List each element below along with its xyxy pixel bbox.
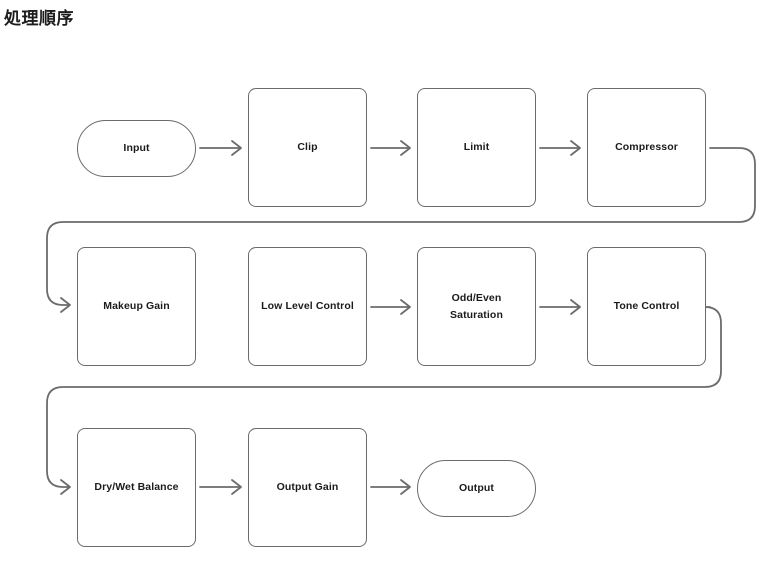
node-label-output-gain: Output Gain xyxy=(276,481,339,494)
node-label-makeup-gain: Makeup Gain xyxy=(103,300,170,313)
arrowhead-icon xyxy=(231,140,242,156)
node-label-low-level: Low Level Control xyxy=(261,300,354,313)
page-title: 処理順序 xyxy=(4,9,74,28)
node-input[interactable]: Input xyxy=(77,120,196,177)
node-output[interactable]: Output xyxy=(417,460,536,517)
node-label-drywet: Dry/Wet Balance xyxy=(94,481,179,494)
arrowhead-icon xyxy=(570,140,581,156)
node-label-input: Input xyxy=(123,142,150,155)
node-tone[interactable]: Tone Control xyxy=(587,247,706,366)
node-label-clip: Clip xyxy=(297,141,318,154)
edge-low-level-to-saturation xyxy=(370,299,411,315)
node-low-level[interactable]: Low Level Control xyxy=(248,247,367,366)
arrowhead-icon xyxy=(400,140,411,156)
edge-limit-to-compressor xyxy=(539,140,581,156)
node-output-gain[interactable]: Output Gain xyxy=(248,428,367,547)
node-label-saturation: Odd/Even Saturation xyxy=(450,292,503,321)
edge-output-gain-to-output xyxy=(370,479,411,495)
edge-compressor-to-makeup-gain xyxy=(46,147,756,313)
edge-clip-to-limit xyxy=(370,140,411,156)
arrowhead-icon xyxy=(570,299,581,315)
arrowhead-icon xyxy=(400,299,411,315)
arrowhead-icon xyxy=(400,479,411,495)
edge-input-to-clip xyxy=(199,140,242,156)
node-drywet[interactable]: Dry/Wet Balance xyxy=(77,428,196,547)
node-clip[interactable]: Clip xyxy=(248,88,367,207)
edge-drywet-to-output-gain xyxy=(199,479,242,495)
node-makeup-gain[interactable]: Makeup Gain xyxy=(77,247,196,366)
node-label-compressor: Compressor xyxy=(615,141,678,154)
node-label-limit: Limit xyxy=(463,141,490,154)
node-saturation[interactable]: Odd/Even Saturation xyxy=(417,247,536,366)
edge-tone-to-drywet xyxy=(46,306,722,495)
edge-saturation-to-tone xyxy=(539,299,581,315)
node-label-tone: Tone Control xyxy=(613,300,680,313)
node-label-output: Output xyxy=(458,482,494,495)
arrowhead-icon xyxy=(60,297,71,313)
arrowhead-icon xyxy=(231,479,242,495)
node-compressor[interactable]: Compressor xyxy=(587,88,706,207)
node-limit[interactable]: Limit xyxy=(417,88,536,207)
arrowhead-icon xyxy=(60,479,71,495)
